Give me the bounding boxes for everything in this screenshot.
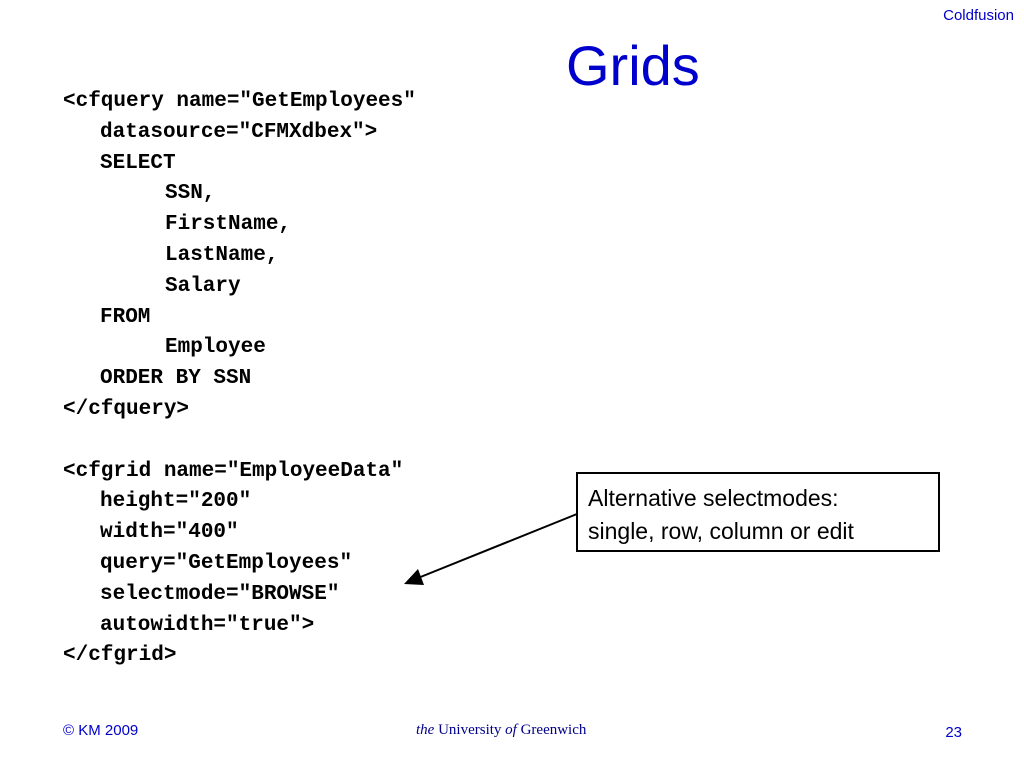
code-line: autowidth="true"> [100, 613, 315, 637]
code-line: <cfquery name="GetEmployees" [63, 90, 416, 113]
footer-university-logo: the University of Greenwich [416, 722, 586, 739]
footer-university: University [434, 722, 506, 738]
code-line: datasource="CFMXdbex"> [100, 120, 378, 144]
code-line: ORDER BY SSN [100, 367, 252, 391]
callout-arrow-line [417, 513, 578, 579]
code-line-selectmode: selectmode="BROWSE" [100, 582, 340, 606]
footer-the: the [416, 722, 435, 738]
code-line: FROM [100, 305, 151, 329]
slide-title: Grids [566, 34, 700, 97]
callout-box: Alternative selectmodes: single, row, co… [576, 472, 940, 552]
code-line: width="400" [100, 521, 239, 545]
code-line: LastName, [165, 243, 279, 267]
callout-line-2: single, row, column or edit [588, 518, 854, 544]
code-block: <cfquery name="GetEmployees" datasource=… [63, 87, 416, 672]
page-number: 23 [945, 724, 962, 741]
code-line: <cfgrid name="EmployeeData" [63, 459, 404, 483]
footer-of: of [505, 722, 517, 738]
code-line: </cfgrid> [63, 644, 177, 668]
code-line: query="GetEmployees" [100, 551, 353, 575]
code-line: FirstName, [165, 213, 292, 237]
code-line: Employee [165, 336, 266, 360]
code-line: </cfquery> [63, 397, 190, 421]
callout-arrowhead [404, 569, 424, 585]
code-line: Salary [165, 274, 241, 298]
code-line: height="200" [100, 490, 252, 514]
footer-greenwich: Greenwich [516, 722, 587, 738]
code-line: SELECT [100, 151, 176, 175]
code-line: SSN, [165, 182, 216, 206]
callout-line-1: Alternative selectmodes: [588, 485, 839, 511]
corner-label: Coldfusion [943, 7, 1014, 24]
footer-copyright: © KM 2009 [63, 722, 139, 739]
